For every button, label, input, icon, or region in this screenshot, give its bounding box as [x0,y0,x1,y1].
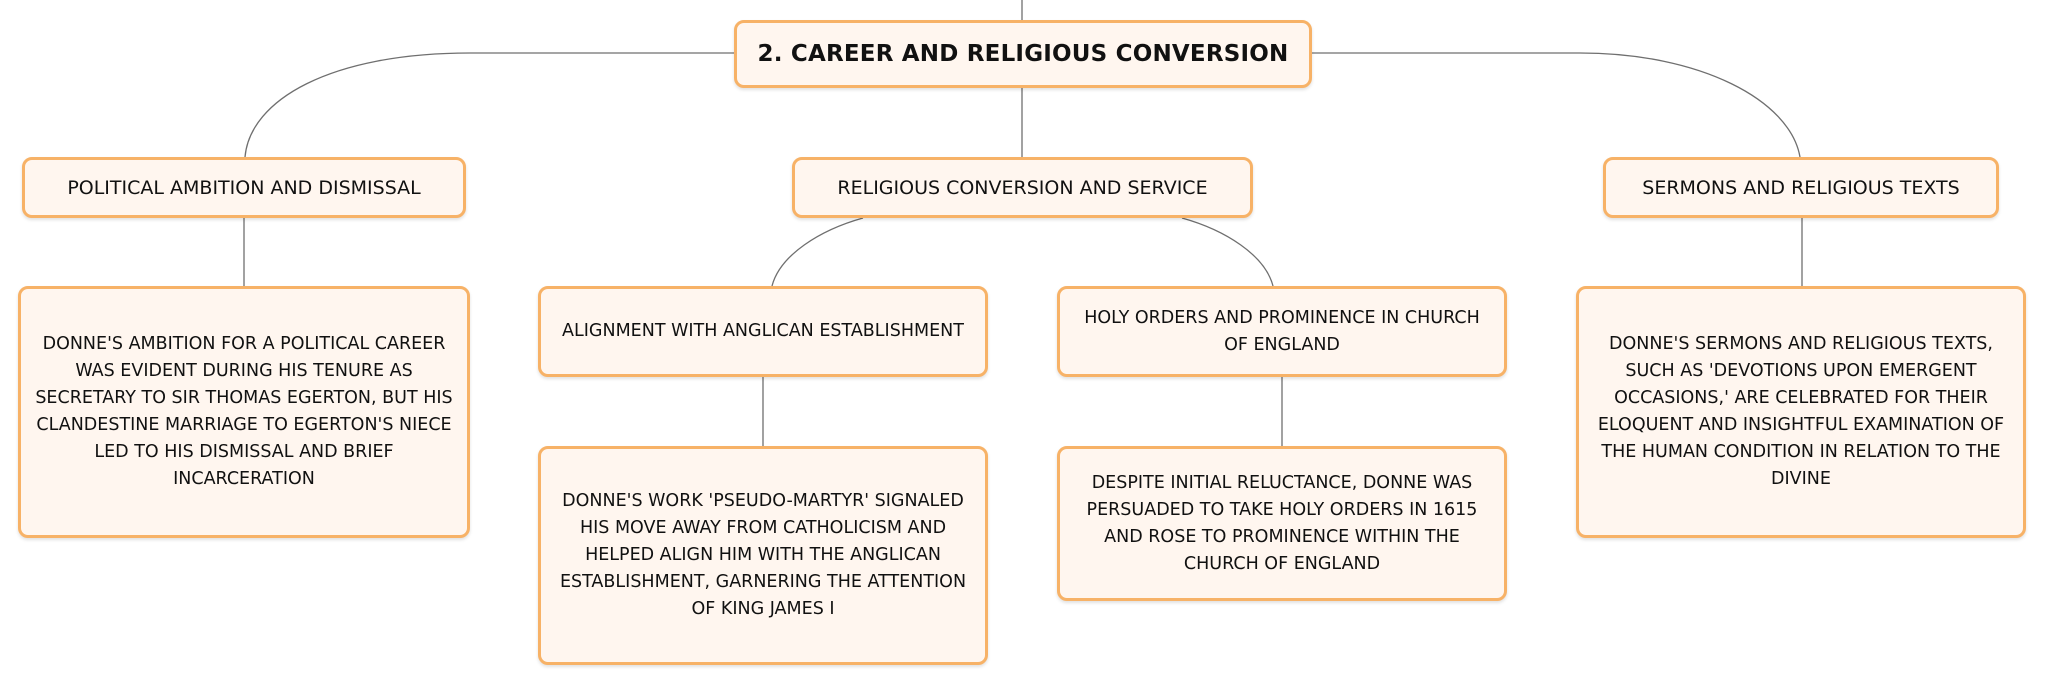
connector-root-to-sermons [1311,52,1801,158]
branch-node-religious[interactable]: RELIGIOUS CONVERSION AND SERVICE [792,157,1253,218]
branch-node-political[interactable]: POLITICAL AMBITION AND DISMISSAL [22,157,466,218]
connector-root-to-political [244,52,735,158]
detail-node-alignment[interactable]: DONNE'S WORK 'PSEUDO-MARTYR' SIGNALED HI… [538,446,988,665]
detail-node-text: DONNE'S WORK 'PSEUDO-MARTYR' SIGNALED HI… [559,491,967,619]
sub-node-holy-orders[interactable]: HOLY ORDERS AND PROMINENCE IN CHURCH OF … [1057,286,1507,377]
sub-node-label: ALIGNMENT WITH ANGLICAN ESTABLISHMENT [562,321,964,341]
detail-node-text: DONNE'S AMBITION FOR A POLITICAL CAREER … [35,334,453,489]
detail-node-holy-orders[interactable]: DESPITE INITIAL RELUCTANCE, DONNE WAS PE… [1057,446,1507,601]
sub-node-label: HOLY ORDERS AND PROMINENCE IN CHURCH OF … [1084,307,1480,355]
root-node-label: 2. CAREER AND RELIGIOUS CONVERSION [757,41,1289,67]
branch-node-sermons[interactable]: SERMONS AND RELIGIOUS TEXTS [1603,157,1999,218]
detail-node-sermons[interactable]: DONNE'S SERMONS AND RELIGIOUS TEXTS, SUC… [1576,286,2026,538]
branch-node-label: SERMONS AND RELIGIOUS TEXTS [1642,176,1960,199]
branch-node-label: POLITICAL AMBITION AND DISMISSAL [67,176,421,199]
detail-node-text: DONNE'S SERMONS AND RELIGIOUS TEXTS, SUC… [1597,334,2005,489]
connector-religious-to-alignment [771,217,864,287]
detail-node-political[interactable]: DONNE'S AMBITION FOR A POLITICAL CAREER … [18,286,470,538]
branch-node-label: RELIGIOUS CONVERSION AND SERVICE [837,176,1208,199]
sub-node-alignment[interactable]: ALIGNMENT WITH ANGLICAN ESTABLISHMENT [538,286,988,377]
connector-religious-to-holy-orders [1181,217,1274,287]
root-node[interactable]: 2. CAREER AND RELIGIOUS CONVERSION [734,20,1312,88]
detail-node-text: DESPITE INITIAL RELUCTANCE, DONNE WAS PE… [1086,472,1478,574]
